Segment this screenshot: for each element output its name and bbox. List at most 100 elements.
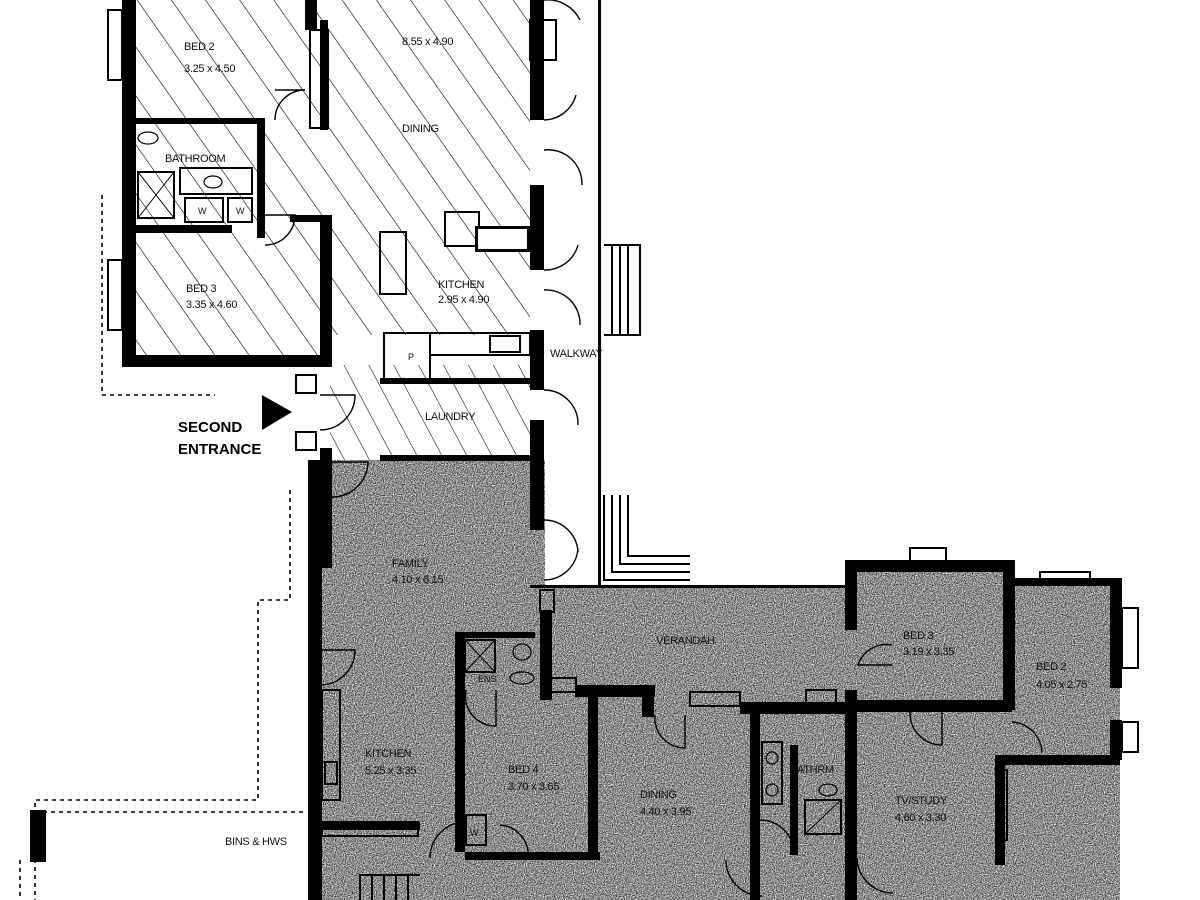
living-dims: 8.55 x 4.90: [402, 36, 453, 48]
window: [1121, 721, 1139, 753]
boundary-outline: [34, 490, 291, 900]
door-swing: [856, 857, 894, 894]
window: [909, 547, 947, 563]
door-swing: [464, 689, 497, 727]
wall: [122, 355, 332, 367]
wall: [995, 755, 1005, 865]
door-swing: [543, 94, 577, 121]
laundry-label: LAUNDRY: [425, 411, 476, 423]
bed3-upper-label: BED 3: [186, 283, 216, 295]
wall: [320, 215, 332, 365]
window: [1039, 571, 1091, 583]
shower: [137, 171, 175, 219]
door-swing: [544, 0, 581, 21]
kitchen-bench: [321, 689, 341, 801]
wall: [530, 585, 850, 588]
dining-lower-label: DINING: [640, 789, 677, 801]
w-mark: W: [236, 206, 245, 216]
door-swing: [857, 643, 893, 666]
washer-box: [227, 197, 253, 223]
bed2-lower-dims: 4.05 x 2.75: [1036, 679, 1087, 691]
kitchen-island: [379, 231, 407, 295]
wall: [598, 0, 601, 585]
door-swing: [264, 214, 296, 246]
bed4-label: BED 4: [508, 764, 538, 776]
vanity: [761, 741, 783, 805]
hatched-floor-main: [135, 0, 530, 365]
steps: [604, 244, 641, 336]
tv-study-dims: 4.60 x 3.30: [895, 812, 946, 824]
wall: [380, 378, 530, 384]
lower-wing: FAMILY 4.10 x 6.15 VERANDAH BED 3 3.19 x…: [19, 460, 1139, 900]
wall: [845, 560, 857, 630]
wall: [845, 560, 1015, 572]
wall: [845, 690, 857, 900]
ens-label: ENS: [478, 674, 497, 684]
wall: [465, 852, 600, 860]
wall: [1110, 578, 1122, 688]
verandah-label: VERANDAH: [656, 635, 715, 647]
wall: [530, 185, 544, 270]
wall: [588, 690, 598, 860]
second-entrance-callout: SECOND ENTRANCE: [178, 374, 317, 458]
wall: [455, 632, 535, 638]
vanity: [179, 167, 253, 195]
family-label: FAMILY: [392, 558, 429, 570]
door-swing: [909, 711, 943, 746]
bins-hws-label: BINS & HWS: [225, 836, 287, 848]
wall: [308, 460, 322, 900]
w-mark: W: [470, 828, 479, 838]
cooktop: [324, 761, 338, 785]
door-swing: [543, 244, 579, 271]
kitchen-lower-dims: 5.25 x 3.35: [365, 765, 416, 777]
washer-box: [184, 197, 224, 223]
kitchen-upper-dims: 2.95 x 4.90: [438, 294, 489, 306]
wall: [1110, 720, 1122, 760]
door-swing: [429, 821, 467, 859]
window: [107, 9, 123, 81]
dining-upper-label: DINING: [402, 123, 439, 135]
bed3-lower-label: BED 3: [903, 630, 933, 642]
window: [1121, 607, 1139, 669]
entrance-door: [295, 431, 317, 451]
window: [107, 259, 123, 331]
entrance-arrow-icon: [262, 395, 292, 430]
steps: [603, 495, 690, 581]
shower: [804, 799, 842, 835]
kitchen-lower-label: KITCHEN: [365, 748, 412, 760]
wall: [309, 29, 329, 129]
door-swing: [543, 519, 579, 553]
door-swing: [319, 394, 356, 431]
bed2-upper-label: BED 2: [184, 41, 214, 53]
door-swing: [543, 389, 579, 426]
stair: [359, 874, 420, 900]
wall: [122, 225, 232, 233]
hatched-floor-laundry: [330, 365, 530, 460]
family-dims: 4.10 x 6.15: [392, 574, 443, 586]
pantry-mark: P: [408, 352, 414, 362]
upper-wing: BED 2 3.25 x 4.50 8.55 x 4.90 DINING BAT…: [101, 0, 641, 585]
wall: [305, 0, 317, 30]
window: [805, 689, 837, 705]
kitchen-upper-label: KITCHEN: [438, 279, 485, 291]
wall: [642, 685, 654, 717]
wall: [122, 118, 257, 124]
vanity: [547, 677, 577, 693]
entrance-door: [295, 374, 317, 394]
wall: [750, 710, 760, 900]
wall: [257, 118, 265, 238]
walkway-label: WALKWAY: [550, 348, 603, 360]
wall: [320, 20, 328, 130]
wall: [995, 755, 1120, 765]
wall: [1003, 560, 1015, 710]
wall: [857, 700, 1012, 712]
wall: [455, 632, 465, 852]
wall: [380, 455, 530, 461]
window: [529, 19, 557, 61]
door-swing: [759, 819, 795, 856]
kitchen-bench: [321, 821, 419, 837]
pergola-outline: [101, 195, 215, 396]
bed4-dims: 3.70 x 3.65: [508, 781, 559, 793]
wall: [122, 0, 136, 365]
